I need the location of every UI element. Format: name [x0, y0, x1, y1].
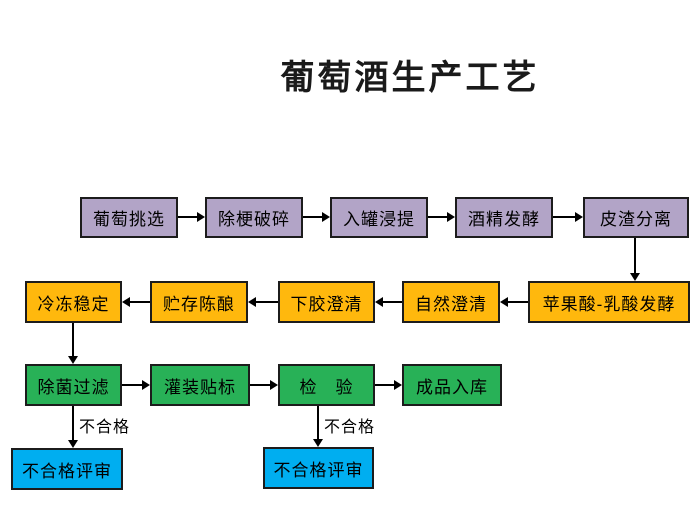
arrow-inspection-to-fail-review-head-icon	[313, 439, 323, 447]
arrow-maceration-to-fermentation-line	[428, 216, 447, 218]
arrow-storage-to-cold-line	[130, 301, 150, 303]
node-alcohol-fermentation: 酒精发酵	[455, 197, 553, 238]
arrow-maceration-to-fermentation-head-icon	[447, 212, 455, 222]
arrow-fining-to-storage-line	[256, 301, 278, 303]
node-cold-stabilization: 冷冻稳定	[25, 281, 122, 323]
arrow-inspection-to-warehousing-line	[375, 384, 394, 386]
node-storage-aging: 贮存陈酿	[150, 281, 248, 323]
arrow-destem-to-maceration-head-icon	[322, 212, 330, 222]
node-fail-review-left: 不合格评审	[11, 448, 123, 490]
arrow-filtration-to-filling-line	[122, 384, 142, 386]
node-tank-maceration: 入罐浸提	[330, 197, 428, 238]
arrow-pomace-to-malolactic-line	[634, 238, 636, 274]
arrow-selection-to-destem-line	[178, 216, 197, 218]
arrow-cold-to-filtration-head-icon	[68, 356, 78, 364]
arrow-fermentation-to-pomace-head-icon	[575, 212, 583, 222]
arrow-filtration-to-filling-head-icon	[142, 380, 150, 390]
node-sterile-filtration: 除菌过滤	[25, 364, 122, 406]
arrow-filling-to-inspection-line	[250, 384, 270, 386]
arrow-filtration-to-fail-review-head-icon	[68, 440, 78, 448]
arrow-destem-to-maceration-line	[303, 216, 322, 218]
edge-label-fail-right: 不合格	[324, 419, 376, 436]
edge-label-fail-left: 不合格	[79, 419, 131, 436]
node-fail-review-right: 不合格评审	[263, 447, 374, 489]
arrow-filling-to-inspection-head-icon	[270, 380, 278, 390]
arrow-natural-to-fining-line	[383, 301, 402, 303]
node-natural-clarification: 自然澄清	[402, 281, 500, 323]
node-inspection: 检 验	[278, 364, 375, 406]
node-grape-selection: 葡萄挑选	[80, 197, 178, 238]
node-malolactic-fermentation: 苹果酸-乳酸发酵	[528, 281, 690, 323]
arrow-cold-to-filtration-line	[72, 323, 74, 357]
node-finished-warehousing: 成品入库	[402, 364, 502, 406]
arrow-inspection-to-warehousing-head-icon	[394, 380, 402, 390]
arrow-inspection-to-fail-review-line	[317, 406, 319, 440]
node-fining-clarification: 下胶澄清	[278, 281, 375, 323]
arrow-pomace-to-malolactic-head-icon	[630, 273, 640, 281]
arrow-selection-to-destem-head-icon	[197, 212, 205, 222]
node-filling-labeling: 灌装贴标	[150, 364, 250, 406]
arrow-natural-to-fining-head-icon	[375, 297, 383, 307]
arrow-storage-to-cold-head-icon	[122, 297, 130, 307]
node-pomace-separation: 皮渣分离	[583, 197, 689, 238]
arrow-fining-to-storage-head-icon	[248, 297, 256, 307]
arrow-malolactic-to-natural-head-icon	[500, 297, 508, 307]
diagram-title: 葡萄酒生产工艺	[280, 59, 540, 97]
node-destem-crush: 除梗破碎	[205, 197, 303, 238]
arrow-fermentation-to-pomace-line	[553, 216, 575, 218]
arrow-filtration-to-fail-review-line	[72, 406, 74, 441]
arrow-malolactic-to-natural-line	[508, 301, 528, 303]
